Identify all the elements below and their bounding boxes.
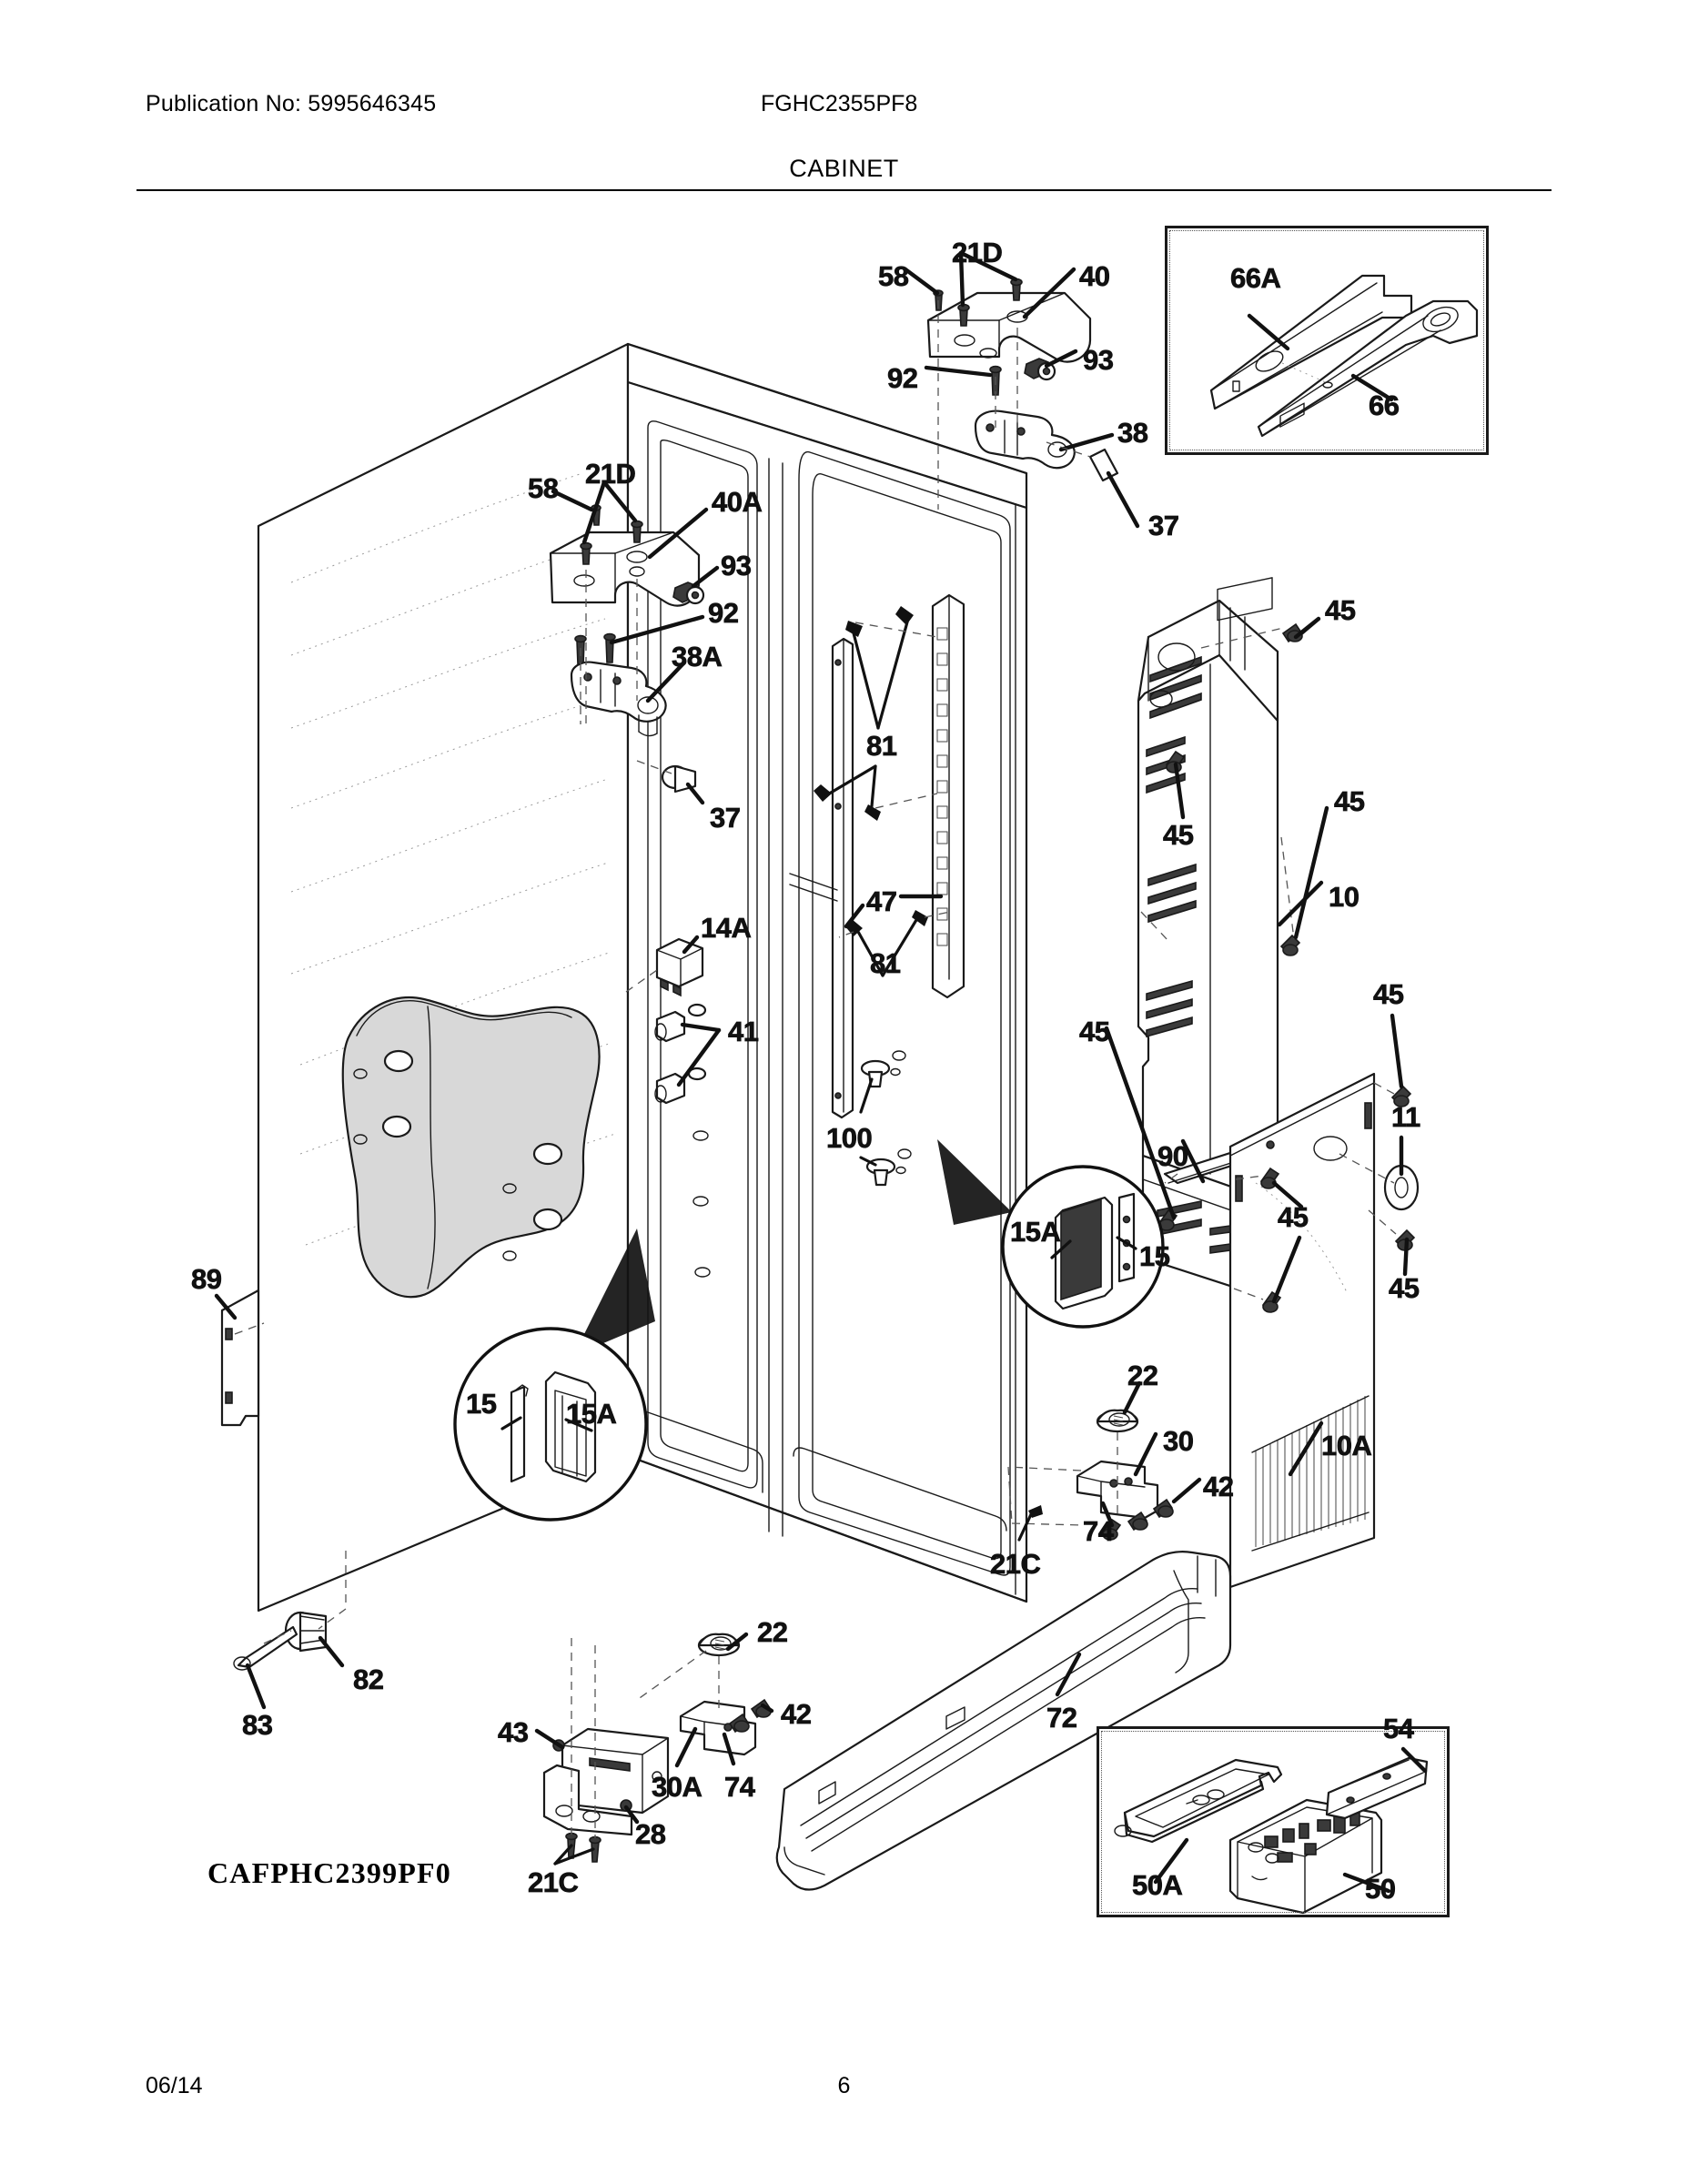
callout-54: 54 (1383, 1713, 1415, 1744)
top-left-hinge-assembly (549, 480, 720, 737)
callout-74-bottom: 74 (724, 1771, 756, 1803)
part-41-bushings (654, 1003, 722, 1278)
callout-50A: 50A (1132, 1869, 1184, 1901)
callout-47: 47 (866, 885, 898, 917)
callout-22-right: 22 (1127, 1360, 1159, 1391)
callout-45-b: 45 (1163, 819, 1195, 851)
callout-66: 66 (1369, 389, 1400, 421)
callout-100: 100 (826, 1122, 873, 1154)
callout-14A: 14A (701, 912, 753, 944)
callout-83: 83 (242, 1709, 274, 1741)
callout-38: 38 (1117, 417, 1149, 449)
publication-number: Publication No: 5995646345 (146, 91, 437, 116)
part-100-fasteners (859, 1050, 912, 1187)
bottom-left-hinge-43 (534, 1638, 670, 1866)
callout-45-a: 45 (1325, 594, 1357, 626)
callout-21D-left: 21D (585, 458, 637, 490)
page-title: CABINET (789, 155, 899, 182)
callout-15A-right: 15A (1010, 1216, 1062, 1248)
callout-58-left: 58 (528, 472, 560, 504)
callout-37-left: 37 (710, 802, 742, 834)
callout-45-d: 45 (1079, 1016, 1111, 1047)
callout-74-right: 74 (1083, 1515, 1115, 1547)
callout-92-top: 92 (887, 362, 919, 394)
callout-15-right: 15 (1139, 1240, 1171, 1272)
magnifier-right (937, 1139, 1165, 1329)
callout-50: 50 (1365, 1873, 1397, 1905)
callout-45-e: 45 (1373, 978, 1405, 1010)
cabinet-body (257, 342, 1028, 1613)
diagram-model-code: CAFPHC2399PF0 (207, 1856, 452, 1889)
callout-21C-right: 21C (990, 1548, 1042, 1580)
callout-10: 10 (1329, 881, 1360, 913)
callout-22-bottom: 22 (757, 1616, 789, 1648)
callout-38A: 38A (672, 641, 723, 672)
header-divider (136, 189, 1552, 191)
inset-control-box (1097, 1726, 1450, 1917)
callout-45-c: 45 (1334, 785, 1366, 817)
callout-81-b: 81 (870, 947, 902, 979)
callout-81-a: 81 (866, 730, 898, 762)
callout-30: 30 (1163, 1425, 1195, 1457)
callout-10A: 10A (1321, 1430, 1373, 1461)
part-82-83-roller (233, 1551, 347, 1710)
model-number: FGHC2355PF8 (761, 91, 918, 116)
part-10A-rear-panel (1228, 1013, 1420, 1589)
part-72-kickplate (775, 1551, 1232, 1891)
top-right-hinge-assembly (903, 250, 1115, 510)
callout-90: 90 (1157, 1140, 1189, 1172)
callout-82: 82 (353, 1663, 385, 1695)
callout-45-f: 45 (1278, 1201, 1309, 1233)
callout-15-left: 15 (466, 1388, 498, 1420)
callout-42-bottom: 42 (781, 1698, 813, 1730)
callout-30A: 30A (652, 1771, 703, 1803)
callout-40A: 40A (712, 486, 763, 518)
footer-page-number: 6 (837, 2073, 851, 2098)
inset-slide-rails (1165, 226, 1489, 455)
callout-41: 41 (728, 1016, 760, 1047)
callout-72: 72 (1046, 1702, 1078, 1734)
part-14A-switch (625, 935, 704, 997)
callout-42-right: 42 (1203, 1471, 1235, 1502)
callout-28: 28 (635, 1818, 667, 1850)
callout-93-left: 93 (721, 550, 753, 581)
callout-21D-top: 21D (952, 237, 1004, 268)
callout-93-top: 93 (1083, 344, 1115, 376)
callout-92-left: 92 (708, 597, 740, 629)
callout-45-g: 45 (1389, 1272, 1420, 1304)
bottom-center-bracket-30A (636, 1632, 774, 1768)
part-37-left (636, 760, 705, 805)
bottom-right-bracket-30 (1007, 1380, 1202, 1542)
magnifier-left (453, 1228, 655, 1522)
callout-11: 11 (1391, 1101, 1421, 1133)
callout-21C-bottom: 21C (528, 1866, 580, 1898)
callout-43: 43 (498, 1716, 530, 1748)
part-37-top (1046, 441, 1140, 529)
part-89-bracket (214, 1289, 265, 1427)
callout-89: 89 (191, 1263, 223, 1295)
callout-58-top: 58 (878, 260, 910, 292)
footer-date: 06/14 (146, 2073, 203, 2098)
shelf-rails (789, 593, 965, 1119)
callout-40: 40 (1079, 260, 1111, 292)
callout-66A: 66A (1230, 262, 1282, 294)
callout-37-top: 37 (1148, 510, 1180, 541)
callout-15A-left: 15A (566, 1398, 618, 1430)
